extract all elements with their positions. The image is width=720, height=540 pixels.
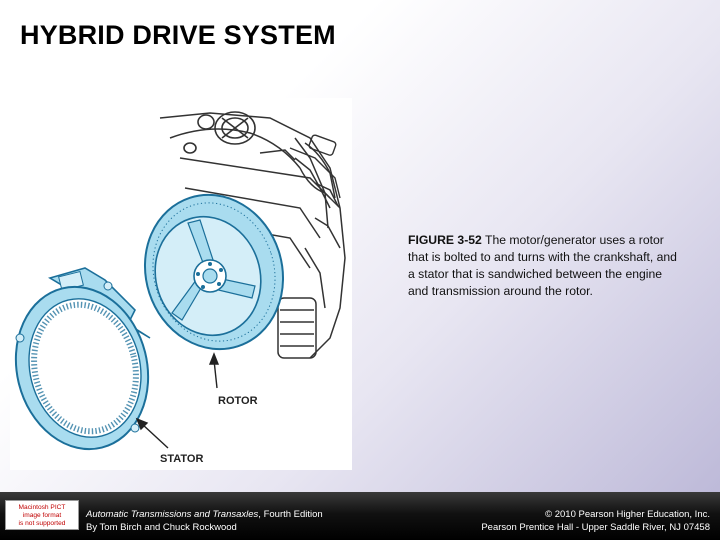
stator — [14, 267, 151, 451]
badge-line: is not supported — [18, 520, 66, 527]
book-edition: , Fourth Edition — [258, 509, 323, 520]
badge-line: Macintosh PICT — [18, 504, 66, 511]
book-authors: By Tom Birch and Chuck Rockwood — [86, 522, 237, 533]
slide-title: HYBRID DRIVE SYSTEM — [20, 20, 336, 50]
callout-arrows — [135, 352, 220, 449]
figure-caption: FIGURE 3-52 The motor/generator uses a r… — [408, 232, 678, 300]
engine-diagram: ROTOR STATOR — [14, 111, 346, 465]
copyright-text: © 2010 Pearson Higher Education, Inc. — [545, 509, 710, 520]
stator-label: STATOR — [160, 453, 203, 465]
copyright-info: © 2010 Pearson Higher Education, Inc. Pe… — [481, 508, 710, 534]
figure-number: FIGURE 3-52 — [408, 233, 482, 247]
figure-illustration: ROTOR STATOR — [10, 98, 352, 470]
book-title: Automatic Transmissions and Transaxles — [86, 509, 259, 520]
rotor-label: ROTOR — [218, 395, 258, 407]
rotor — [143, 193, 285, 351]
footer-bar: Macintosh PICT image format is not suppo… — [0, 492, 720, 540]
pulley — [183, 111, 256, 154]
unsupported-image-placeholder: Macintosh PICT image format is not suppo… — [5, 500, 79, 530]
figure-caption-text: The motor/generator uses a rotor that is… — [408, 233, 677, 298]
publisher-text: Pearson Prentice Hall - Upper Saddle Riv… — [481, 522, 710, 533]
book-info: Automatic Transmissions and Transaxles, … — [86, 508, 323, 534]
badge-line: image format — [22, 512, 62, 519]
sensor-connector — [289, 134, 341, 209]
